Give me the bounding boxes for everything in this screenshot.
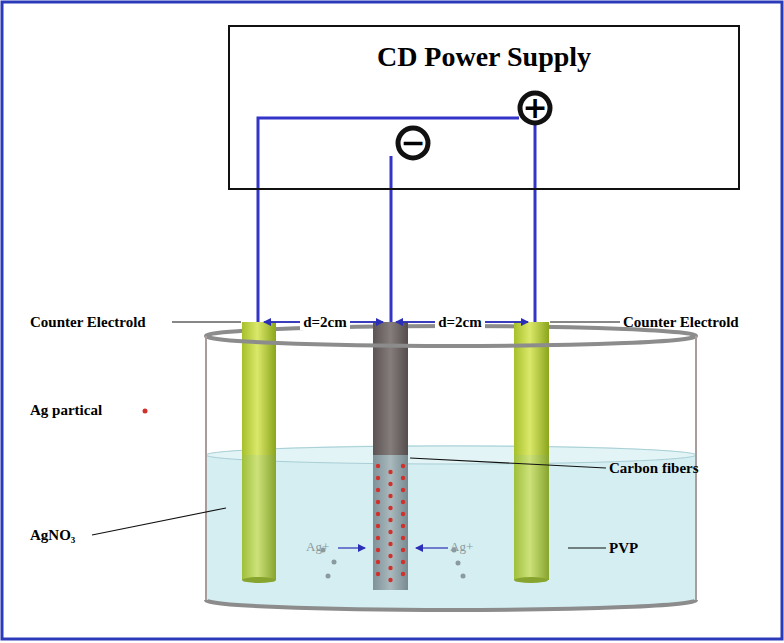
part-label: Counter Electrold xyxy=(30,314,146,331)
dimension-label: d=2cm xyxy=(435,314,485,331)
terminal-sign: + xyxy=(522,91,547,124)
ion-label: Ag+ xyxy=(450,540,473,554)
dimension-label: d=2cm xyxy=(300,314,350,331)
part-label: PVP xyxy=(609,540,638,557)
power-supply-title: CD Power Supply xyxy=(230,41,738,73)
legend-label: Ag partical xyxy=(30,402,102,419)
terminal-sign: − xyxy=(400,126,425,159)
part-label: AgNO₃ xyxy=(30,527,75,544)
power-supply-box: CD Power Supply xyxy=(228,25,740,190)
part-label: Counter Electrold xyxy=(623,314,739,331)
part-label: Carbon fibers xyxy=(609,460,699,477)
ion-label: Ag+ xyxy=(306,540,329,554)
